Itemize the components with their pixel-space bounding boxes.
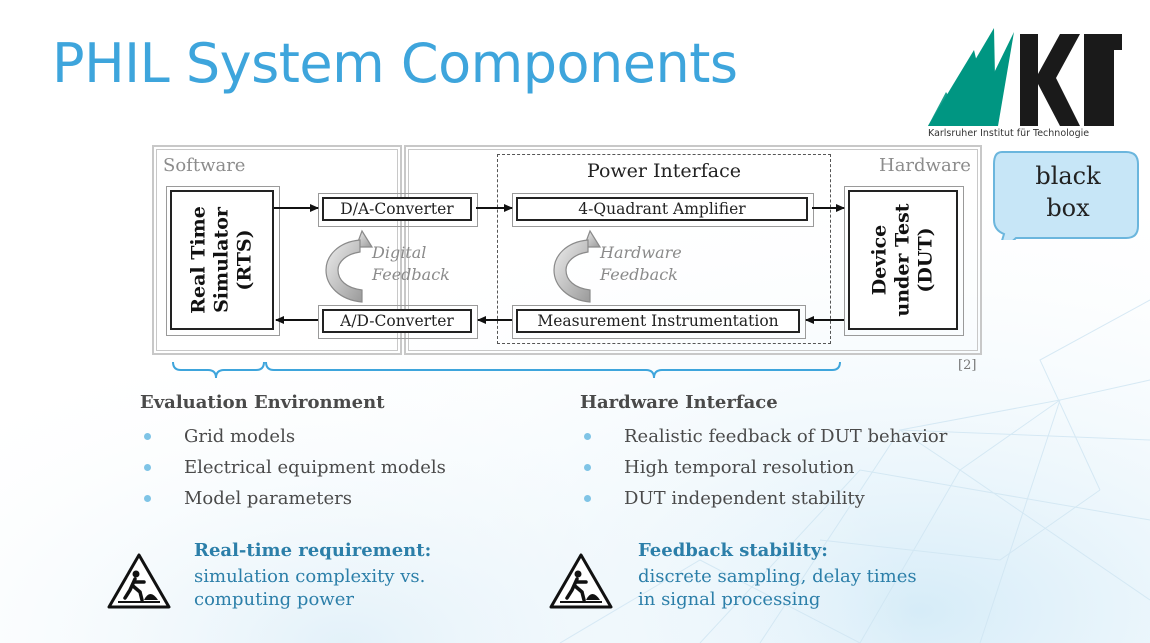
brace-hardware-interface	[265, 361, 841, 379]
list-item: Electrical equipment models	[140, 452, 446, 483]
evaluation-environment-list: Grid models Electrical equipment models …	[140, 421, 446, 514]
feedback-stability-text: discrete sampling, delay times in signal…	[638, 566, 917, 610]
hardware-label: Hardware	[879, 155, 971, 176]
power-interface-label: Power Interface	[586, 160, 742, 182]
software-label: Software	[163, 155, 246, 176]
evaluation-environment-heading: Evaluation Environment	[140, 392, 385, 413]
hardware-frame	[404, 145, 982, 355]
four-quadrant-amplifier-box: 4-Quadrant Amplifier	[516, 197, 808, 221]
measurement-instrumentation-box: Measurement Instrumentation	[516, 309, 800, 333]
construction-warning-icon	[107, 553, 171, 609]
hardware-feedback-label: Hardware Feedback	[600, 243, 682, 284]
hardware-feedback-icon	[553, 229, 602, 303]
list-item: Grid models	[140, 421, 446, 452]
list-item: High temporal resolution	[580, 452, 947, 483]
rts-outer-border	[166, 186, 280, 336]
list-item: Model parameters	[140, 483, 446, 514]
kit-logo-mark	[928, 28, 1122, 126]
realtime-requirement-heading: Real-time requirement:	[194, 540, 432, 561]
hardware-interface-list: Realistic feedback of DUT behavior High …	[580, 421, 947, 514]
device-under-test-box: Device under Test (DUT)	[848, 190, 958, 330]
list-item: DUT independent stability	[580, 483, 947, 514]
da-converter-box: D/A-Converter	[322, 197, 472, 221]
dut-outer-border	[844, 186, 964, 336]
page-title: PHIL System Components	[52, 32, 738, 95]
black-box-callout-text: black box	[1035, 162, 1101, 222]
kit-logo: Karlsruher Institut für Technologie	[928, 22, 1122, 142]
software-frame	[152, 145, 402, 355]
power-interface-box	[497, 154, 831, 344]
feedback-stability-heading: Feedback stability:	[638, 540, 828, 561]
construction-warning-icon	[549, 553, 613, 609]
real-time-simulator-box: Real Time Simulator (RTS)	[170, 190, 274, 330]
list-item: Realistic feedback of DUT behavior	[580, 421, 947, 452]
digital-feedback-icon	[325, 229, 374, 303]
hardware-interface-heading: Hardware Interface	[580, 392, 778, 413]
digital-feedback-label: Digital Feedback	[372, 243, 450, 284]
realtime-requirement-text: simulation complexity vs. computing powe…	[194, 566, 426, 610]
kit-logo-subtitle: Karlsruher Institut für Technologie	[928, 128, 1090, 139]
ad-converter-box: A/D-Converter	[322, 309, 472, 333]
brace-evaluation	[172, 361, 265, 379]
black-box-callout	[993, 151, 1139, 240]
reference-label: [2]	[958, 358, 977, 373]
